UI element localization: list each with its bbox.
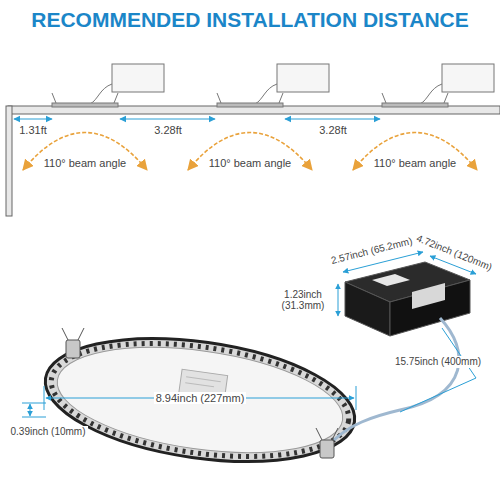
fixtures bbox=[52, 64, 494, 107]
beam-angle-label: 110° beam angle bbox=[372, 157, 458, 170]
ceiling-section bbox=[6, 106, 500, 216]
cable bbox=[334, 318, 459, 440]
dimension-label: 0.39inch (10mm) bbox=[8, 426, 87, 438]
title: RECOMMENDED INSTALLATION DISTANCE bbox=[0, 8, 500, 32]
dimension-label: 15.75inch (400mm) bbox=[393, 356, 483, 368]
beam-arcs bbox=[23, 133, 477, 171]
spring-clips bbox=[62, 328, 338, 458]
dimension-label: 8.94inch (227mm) bbox=[154, 392, 247, 405]
beam-angle-label: 110° beam angle bbox=[207, 157, 293, 170]
dimension-label: 1.23inch (31.3mm) bbox=[272, 289, 334, 312]
beam-angle-label: 110° beam angle bbox=[42, 157, 128, 170]
dimension-label: 1.31ft bbox=[17, 124, 49, 137]
dimension-label: 2.57inch (65.2mm) bbox=[328, 235, 416, 267]
panel-light bbox=[37, 321, 362, 479]
dimension-label: 3.28ft bbox=[317, 124, 349, 137]
dimension-label: 3.28ft bbox=[152, 124, 184, 137]
spacing-dimensions bbox=[14, 118, 380, 119]
product-dimensions bbox=[22, 252, 476, 417]
driver-box bbox=[345, 262, 470, 336]
